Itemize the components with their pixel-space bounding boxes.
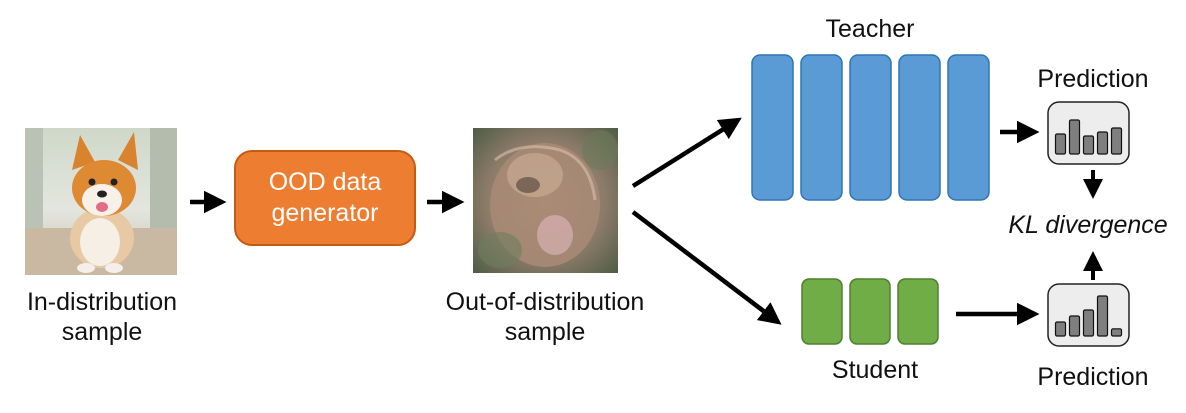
student-prediction-bar <box>1082 309 1095 337</box>
teacher-label: Teacher <box>825 15 915 43</box>
ood-sample-label-line2: sample <box>504 318 586 346</box>
ood-sample-label: Out-of-distribution sample <box>430 287 660 347</box>
in-distribution-label-line2: sample <box>61 318 143 346</box>
ood-image <box>473 128 618 273</box>
teacher-layer <box>751 54 794 201</box>
teacher-prediction-bar <box>1054 133 1067 155</box>
arrow-ood-to-teacher <box>631 117 742 188</box>
student-layer <box>801 278 843 345</box>
student-prediction-bar <box>1110 328 1123 337</box>
teacher-prediction-bars <box>1054 119 1123 155</box>
student-prediction-bar <box>1054 321 1067 337</box>
teacher-layer <box>898 54 941 201</box>
student-prediction-bar <box>1068 315 1081 337</box>
student-network <box>801 278 939 345</box>
teacher-layer <box>849 54 892 201</box>
teacher-prediction-label: Prediction <box>1037 65 1149 93</box>
student-label: Student <box>831 356 919 384</box>
in-distribution-label-line1: In-distribution <box>26 288 178 316</box>
generator-label-line2: generator <box>271 199 379 227</box>
in-distribution-image <box>25 128 177 275</box>
arrow-ood-to-student <box>631 210 782 325</box>
teacher-network <box>751 54 990 201</box>
student-prediction-box <box>1047 283 1130 347</box>
student-prediction-label: Prediction <box>1037 363 1149 391</box>
teacher-prediction-bar <box>1082 135 1095 155</box>
kl-divergence-label: KL divergence <box>1008 211 1168 239</box>
student-layer <box>849 278 891 345</box>
teacher-prediction-bar <box>1068 119 1081 155</box>
teacher-layer <box>947 54 990 201</box>
student-prediction-bars <box>1054 295 1123 337</box>
teacher-layer <box>800 54 843 201</box>
student-layer <box>897 278 939 345</box>
ood-sample-label-line1: Out-of-distribution <box>445 288 645 316</box>
student-prediction-bar <box>1096 295 1109 337</box>
teacher-prediction-box <box>1047 101 1130 165</box>
ood-generator-box: OOD data generator <box>234 150 416 246</box>
generator-label-line1: OOD data <box>268 168 382 196</box>
teacher-prediction-bar <box>1096 131 1109 155</box>
teacher-prediction-bar <box>1110 127 1123 155</box>
in-distribution-label: In-distribution sample <box>2 287 202 347</box>
